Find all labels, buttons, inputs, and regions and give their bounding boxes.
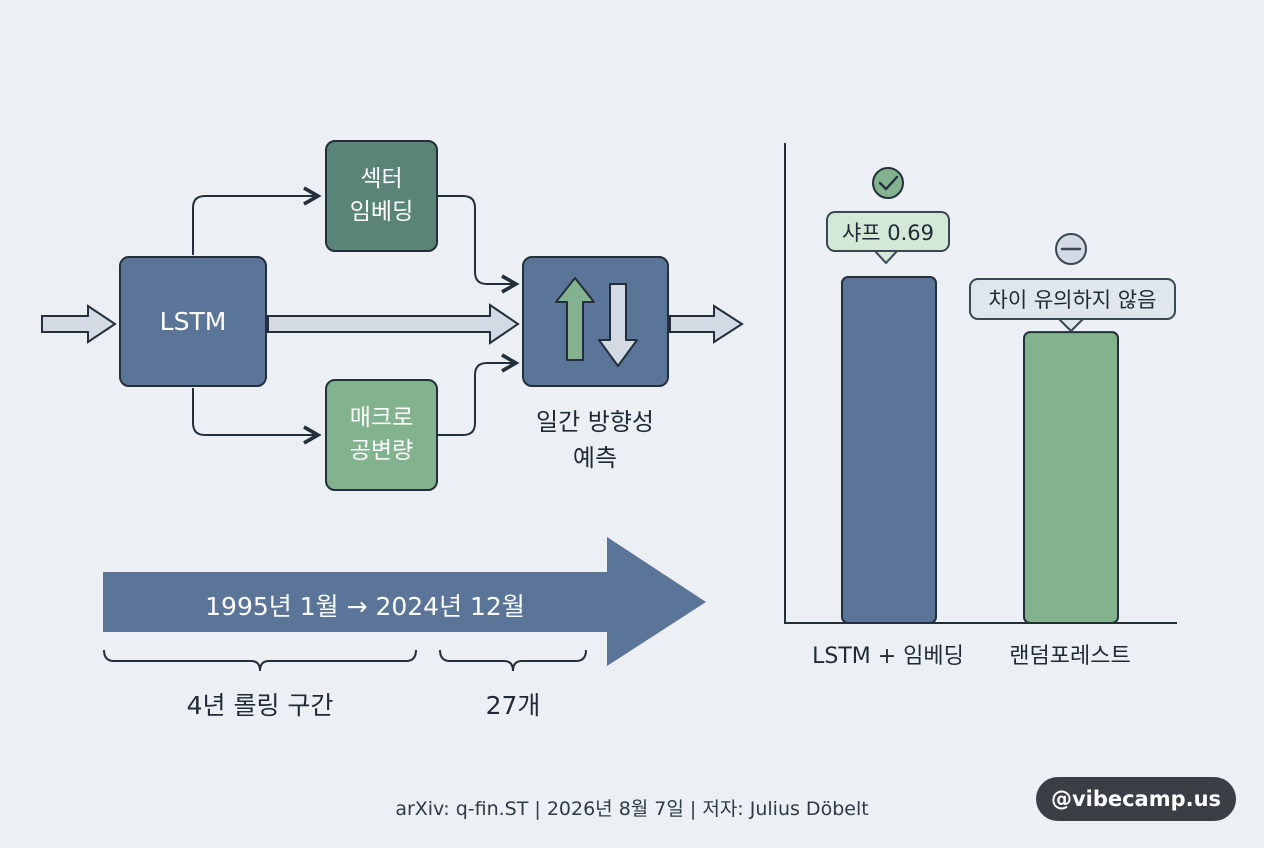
- minus-circle-icon: [1055, 233, 1087, 265]
- vibecamp-badge[interactable]: @vibecamp.us: [1036, 777, 1236, 821]
- sharpe-bubble-text: 샤프 0.69: [841, 220, 935, 245]
- connector-lstm-macro: [192, 388, 322, 445]
- connector-macro-output: [438, 353, 520, 436]
- macro-covariates-label: 매크로 공변량: [349, 404, 414, 464]
- output-caption: 일간 방향성 예측: [535, 408, 655, 472]
- bar-random-forest: [1023, 331, 1119, 624]
- vibecamp-badge-text: @vibecamp.us: [1050, 787, 1222, 811]
- sector-embedding-label: 섹터 임베딩: [349, 165, 414, 225]
- lstm-to-output-arrow: [267, 303, 520, 345]
- connector-lstm-sector: [192, 186, 322, 255]
- lstm-label: LSTM: [159, 307, 227, 336]
- input-arrow: [41, 304, 117, 344]
- brace-right-label: 27개: [485, 691, 541, 720]
- brace-left-label: 4년 롤링 구간: [186, 691, 334, 720]
- up-down-arrows-icon: [554, 276, 638, 367]
- timeline-label: 1995년 1월 → 2024년 12월: [205, 592, 525, 621]
- check-circle-icon: [872, 167, 904, 199]
- lstm-box: LSTM: [119, 256, 267, 387]
- connector-sector-output: [438, 195, 520, 294]
- sector-embedding-box: 섹터 임베딩: [325, 140, 438, 252]
- macro-covariates-box: 매크로 공변량: [325, 379, 438, 491]
- brace-right: [439, 649, 587, 672]
- category-label-lstm-embedding: LSTM + 임베딩: [812, 644, 964, 669]
- bar-lstm-embedding: [841, 276, 937, 624]
- footer-citation: arXiv: q-fin.ST | 2026년 8월 7일 | 저자: Juli…: [395, 798, 869, 820]
- output-box: [522, 256, 669, 387]
- bubble-tail-nosig: [1057, 317, 1085, 332]
- category-label-random-forest: 랜덤포레스트: [1009, 644, 1131, 669]
- timeline-arrow: [103, 537, 706, 666]
- output-arrow: [669, 304, 744, 344]
- bubble-tail-sharpe: [873, 249, 899, 264]
- not-significant-bubble-text: 차이 유의하지 않음: [988, 288, 1157, 312]
- sharpe-bubble: 샤프 0.69: [826, 211, 950, 252]
- not-significant-bubble: 차이 유의하지 않음: [969, 278, 1176, 320]
- brace-left: [103, 649, 417, 672]
